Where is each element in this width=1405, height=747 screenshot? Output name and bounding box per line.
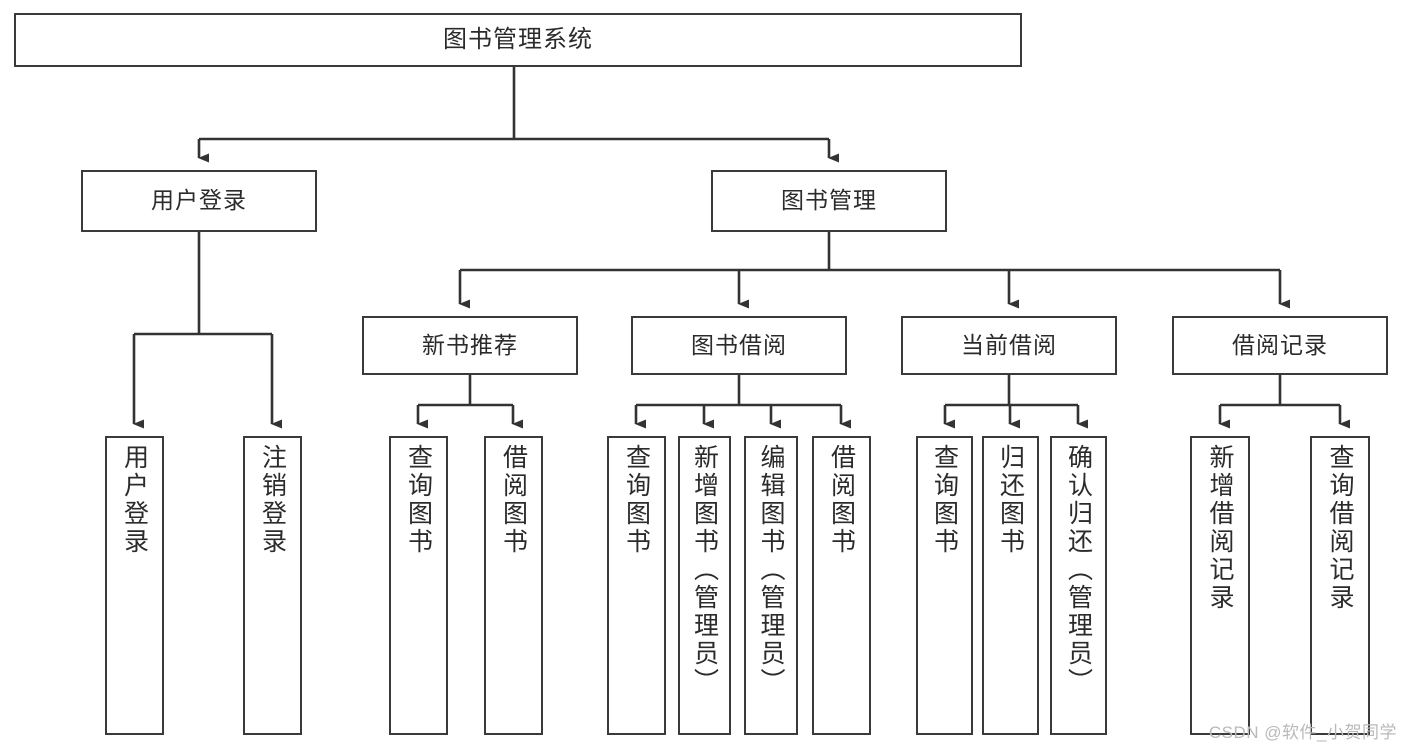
leaf-records-add-record-label: 新增借阅记录 — [1206, 444, 1234, 612]
node-new-book-recommend-label: 新书推荐 — [422, 331, 518, 358]
leaf-records-query-record-label: 查询借阅记录 — [1326, 444, 1354, 612]
leaf-current-return-book-label: 归还图书 — [996, 444, 1025, 556]
leaf-recommend-borrow-book-label: 借阅图书 — [499, 444, 528, 556]
leaf-borrow-edit-book-admin-label: 编辑图书（管理员） — [757, 444, 785, 696]
node-book-management-label: 图书管理 — [781, 187, 877, 214]
node-user-login[interactable]: 用户登录 — [81, 170, 317, 232]
leaf-current-query-book-label: 查询图书 — [930, 444, 959, 556]
leaf-user-logout-label: 注销登录 — [258, 444, 287, 556]
leaf-user-login-label: 用户登录 — [120, 444, 149, 556]
node-user-login-label: 用户登录 — [151, 187, 247, 214]
leaf-records-query-record[interactable]: 查询借阅记录 — [1310, 436, 1370, 735]
leaf-current-query-book[interactable]: 查询图书 — [916, 436, 973, 735]
leaf-recommend-query-book[interactable]: 查询图书 — [389, 436, 448, 735]
leaf-current-confirm-return-admin[interactable]: 确认归还（管理员） — [1050, 436, 1107, 735]
leaf-recommend-query-book-label: 查询图书 — [404, 444, 433, 556]
node-current-borrow[interactable]: 当前借阅 — [901, 316, 1117, 375]
leaf-current-confirm-return-admin-label: 确认归还（管理员） — [1064, 444, 1093, 696]
watermark: CSDN @软件_小贺同学 — [1208, 723, 1397, 742]
node-book-borrow-label: 图书借阅 — [691, 331, 787, 358]
node-root[interactable]: 图书管理系统 — [14, 13, 1022, 67]
leaf-recommend-borrow-book[interactable]: 借阅图书 — [484, 436, 543, 735]
leaf-borrow-edit-book-admin[interactable]: 编辑图书（管理员） — [744, 436, 798, 735]
leaf-user-logout[interactable]: 注销登录 — [243, 436, 302, 735]
leaf-user-login[interactable]: 用户登录 — [105, 436, 164, 735]
leaf-borrow-query-book[interactable]: 查询图书 — [607, 436, 666, 735]
node-book-borrow[interactable]: 图书借阅 — [631, 316, 847, 375]
leaf-borrow-add-book-admin-label: 新增图书（管理员） — [690, 444, 719, 696]
node-root-label: 图书管理系统 — [443, 25, 593, 53]
node-borrow-records-label: 借阅记录 — [1232, 331, 1328, 358]
node-current-borrow-label: 当前借阅 — [961, 331, 1057, 358]
leaf-borrow-borrow-book[interactable]: 借阅图书 — [812, 436, 871, 735]
leaf-borrow-add-book-admin[interactable]: 新增图书（管理员） — [678, 436, 731, 735]
leaf-records-add-record[interactable]: 新增借阅记录 — [1190, 436, 1250, 735]
leaf-borrow-borrow-book-label: 借阅图书 — [827, 444, 856, 556]
node-new-book-recommend[interactable]: 新书推荐 — [362, 316, 578, 375]
node-book-management[interactable]: 图书管理 — [711, 170, 947, 232]
leaf-borrow-query-book-label: 查询图书 — [622, 444, 651, 556]
leaf-current-return-book[interactable]: 归还图书 — [982, 436, 1039, 735]
node-borrow-records[interactable]: 借阅记录 — [1172, 316, 1388, 375]
